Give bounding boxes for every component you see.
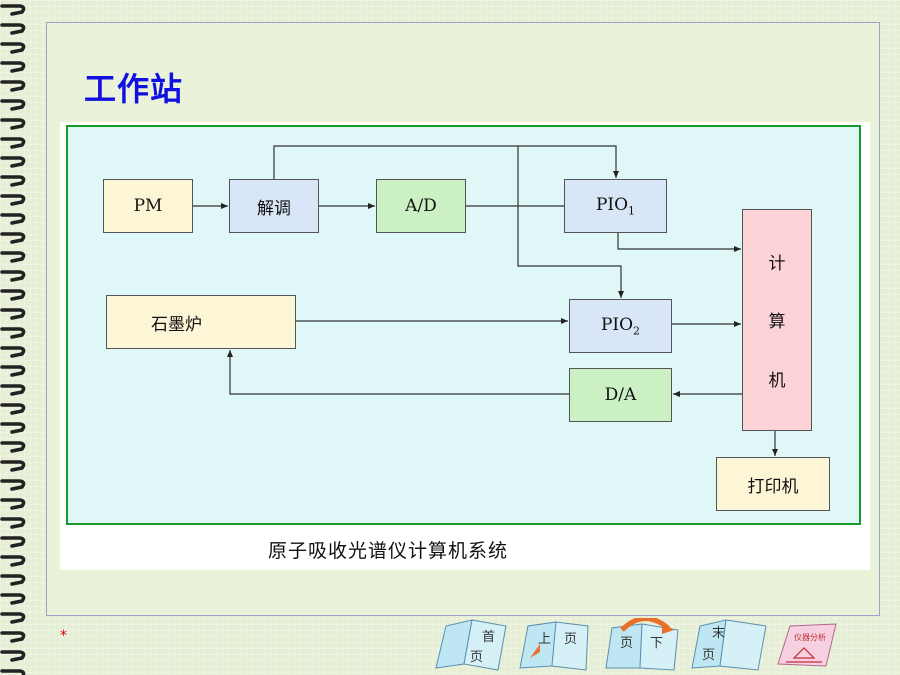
- binding-ring: [0, 593, 26, 605]
- prev-page-button[interactable]: 上 页: [516, 618, 594, 672]
- binding-ring: [0, 536, 26, 548]
- book-icon: [691, 619, 767, 671]
- binding-ring: [0, 327, 26, 339]
- block-computer-char: 机: [768, 371, 786, 392]
- block-pio1-subscript: 1: [628, 204, 636, 218]
- instrument-analysis-logo-button[interactable]: 仪器分析: [776, 618, 840, 672]
- last-page-button[interactable]: 末 页: [690, 618, 768, 672]
- binding-ring: [0, 61, 26, 73]
- prev-page-label-left: 上: [538, 632, 552, 647]
- binding-ring: [0, 137, 26, 149]
- logo-book-icon: [777, 623, 837, 667]
- first-page-label-bottom: 页: [470, 650, 484, 665]
- slide-marker: *: [60, 628, 67, 644]
- block-pm-label: PM: [133, 196, 163, 216]
- book-icon: [605, 618, 679, 671]
- block-computer-char: 算: [768, 312, 786, 333]
- next-page-label-right: 下: [650, 636, 664, 651]
- binding-ring: [0, 99, 26, 111]
- binding-ring: [0, 669, 26, 675]
- binding-ring: [0, 650, 26, 662]
- block-pio2-subscript: 2: [633, 324, 641, 338]
- binding-ring: [0, 232, 26, 244]
- binding-ring: [0, 270, 26, 282]
- block-pio1-label: PIO1: [596, 195, 635, 217]
- block-computer: 计 算 机: [742, 209, 812, 431]
- figure-caption: 原子吸收光谱仪计算机系统: [268, 540, 509, 562]
- binding-ring: [0, 213, 26, 225]
- binding-ring: [0, 80, 26, 92]
- block-pio2: PIO2: [569, 299, 672, 353]
- binding-ring: [0, 365, 26, 377]
- binding-ring: [0, 346, 26, 358]
- block-ad: A/D: [376, 179, 466, 233]
- book-icon: [435, 619, 507, 671]
- binding-ring: [0, 384, 26, 396]
- binding-ring: [0, 251, 26, 263]
- logo-label: 仪器分析: [794, 633, 826, 642]
- binding-ring: [0, 42, 26, 54]
- slide-title: 工作站: [84, 70, 184, 108]
- binding-ring: [0, 422, 26, 434]
- binding-ring: [0, 308, 26, 320]
- binding-ring: [0, 175, 26, 187]
- block-da: D/A: [569, 368, 672, 422]
- block-shimolu: 石墨炉: [106, 295, 296, 349]
- block-pio1-text: PIO: [595, 194, 629, 215]
- block-jietiao-label: 解调: [257, 198, 291, 219]
- prev-page-label-right: 页: [564, 632, 578, 647]
- binding-ring: [0, 631, 26, 643]
- block-printer: 打印机: [716, 457, 830, 511]
- block-shimolu-label: 石墨炉: [151, 314, 202, 335]
- first-page-label-top: 首: [482, 630, 496, 645]
- binding-ring: [0, 118, 26, 130]
- block-printer-label: 打印机: [747, 476, 799, 497]
- block-computer-char: 计: [768, 253, 786, 274]
- binding-ring: [0, 517, 26, 529]
- binding-ring: [0, 194, 26, 206]
- next-page-label-left: 页: [620, 636, 634, 651]
- first-page-button[interactable]: 首 页: [432, 618, 510, 672]
- binding-ring: [0, 555, 26, 567]
- last-page-label-bottom: 页: [702, 648, 716, 663]
- binding-ring: [0, 156, 26, 168]
- binding-ring: [0, 289, 26, 301]
- book-icon: [519, 621, 589, 671]
- last-page-label-top: 末: [712, 626, 726, 641]
- block-pio2-label: PIO2: [601, 315, 640, 337]
- next-page-button[interactable]: 页 下: [604, 618, 682, 672]
- block-pio2-text: PIO: [600, 314, 634, 335]
- block-ad-label: A/D: [405, 196, 437, 216]
- binding-ring: [0, 403, 26, 415]
- block-da-label: D/A: [604, 385, 637, 405]
- binding-ring: [0, 4, 26, 16]
- block-pm: PM: [103, 179, 193, 233]
- binding-ring: [0, 612, 26, 624]
- block-pio1: PIO1: [564, 179, 667, 233]
- block-jietiao: 解调: [229, 179, 319, 233]
- binding-ring: [0, 498, 26, 510]
- binding-ring: [0, 23, 26, 35]
- binding-ring: [0, 574, 26, 586]
- binding-ring: [0, 460, 26, 472]
- binding-ring: [0, 441, 26, 453]
- spiral-binding: [0, 4, 26, 675]
- binding-ring: [0, 479, 26, 491]
